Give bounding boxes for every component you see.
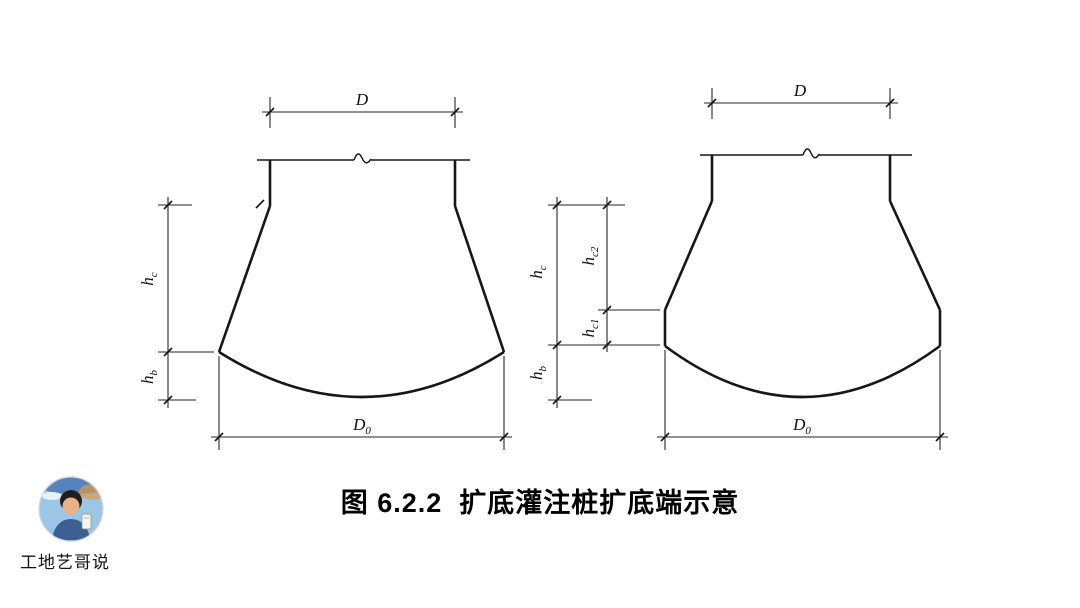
- watermark-name: 工地艺哥说: [20, 553, 110, 572]
- right-D-tick-left: [707, 98, 717, 108]
- left-hc-label-sub: c: [148, 272, 160, 277]
- left-hb-label-main: h: [138, 376, 157, 385]
- right-hb-label-main: h: [527, 372, 546, 381]
- left-hb-label-sub: b: [148, 370, 160, 376]
- avatar-person-body: [51, 519, 91, 542]
- right-dimension-D: D: [704, 81, 898, 119]
- right-D-label: D: [793, 81, 807, 100]
- right-pile-diagram: D D0 hc hb: [527, 81, 948, 450]
- right-hc1-label: hc1: [579, 319, 601, 338]
- right-hc-label: hc: [527, 265, 549, 279]
- left-D-tick-left: [265, 107, 275, 117]
- left-h-tick-top: [163, 200, 173, 210]
- right-hc1-tick-bottom: [602, 340, 612, 350]
- left-hc-ref-tick: [255, 199, 265, 209]
- left-D0-label: D0: [352, 415, 371, 437]
- right-bell-flare-right: [888, 200, 942, 311]
- right-bell-bottom-arc: [664, 344, 941, 399]
- avatar-person-fringe: [62, 493, 80, 501]
- left-dimension-D: D: [262, 90, 463, 128]
- left-h-tick-bottom: [163, 395, 173, 405]
- left-hb-label: hb: [138, 370, 160, 385]
- right-D0-label-sub: 0: [805, 425, 811, 437]
- avatar-phone: [81, 513, 92, 530]
- right-hc-label-sub: c: [537, 265, 549, 270]
- avatar-cloud: [42, 492, 62, 500]
- left-pile-outline: [217, 153, 506, 399]
- right-dimension-D0: D0: [657, 350, 948, 450]
- avatar-illustration: [38, 476, 104, 542]
- right-D0-tick-left: [660, 432, 670, 442]
- left-D0-label-main: D: [352, 415, 366, 434]
- right-dimension-hc2-hc1: hc2 hc1: [579, 197, 660, 352]
- right-break-symbol: [802, 148, 820, 159]
- right-hc2-label-main: h: [579, 257, 598, 266]
- left-D0-label-sub: 0: [365, 425, 371, 437]
- right-pile-outline: [663, 148, 942, 399]
- left-bell-flare-left: [217, 205, 272, 353]
- right-dimension-hc-hb: hc hb: [527, 197, 660, 408]
- left-hc-label-main: h: [138, 277, 157, 286]
- left-dimension-D0: D0: [211, 356, 512, 450]
- avatar-sunset-glow: [79, 484, 104, 500]
- avatar-ring: [38, 476, 104, 542]
- right-D0-label: D0: [792, 415, 811, 437]
- right-hb-tick-bottom: [552, 395, 562, 405]
- right-hc-label-main: h: [527, 270, 546, 279]
- left-bell-bottom-arc: [218, 350, 505, 399]
- right-hc-tick-mid: [552, 340, 562, 350]
- right-hb-label: hb: [527, 366, 549, 381]
- right-hc2-tick-top: [602, 200, 612, 210]
- left-D0-tick-right: [499, 432, 509, 442]
- figure-caption: 图 6.2.2 扩底灌注桩扩底端示意: [340, 488, 740, 518]
- right-hc2-label: hc2: [579, 246, 601, 265]
- right-bell-flare-left: [663, 200, 714, 311]
- right-D0-tick-right: [935, 432, 945, 442]
- left-D-tick-right: [450, 107, 460, 117]
- right-D-tick-right: [885, 98, 895, 108]
- left-bell-flare-right: [453, 205, 506, 353]
- left-D0-tick-left: [214, 432, 224, 442]
- right-hc1-label-sub: c1: [589, 319, 601, 329]
- right-hc-tick-top: [552, 200, 562, 210]
- left-pile-diagram: D D0 hc hb: [138, 90, 512, 450]
- left-dimension-hc-hb: hc hb: [138, 197, 265, 408]
- avatar-person-face: [62, 497, 80, 515]
- watermark-avatar: [38, 476, 104, 542]
- right-hc2-tick-bottom: [602, 305, 612, 315]
- right-D0-label-main: D: [792, 415, 806, 434]
- right-hc2-label-sub: c2: [589, 246, 601, 257]
- right-hc1-label-main: h: [579, 329, 598, 338]
- pile-diagram-svg: D D0 hc hb: [138, 81, 948, 450]
- left-break-symbol: [353, 153, 372, 164]
- left-D-label: D: [355, 90, 369, 109]
- right-hb-label-sub: b: [537, 366, 549, 372]
- left-h-tick-mid: [163, 347, 173, 357]
- left-hc-label: hc: [138, 272, 160, 286]
